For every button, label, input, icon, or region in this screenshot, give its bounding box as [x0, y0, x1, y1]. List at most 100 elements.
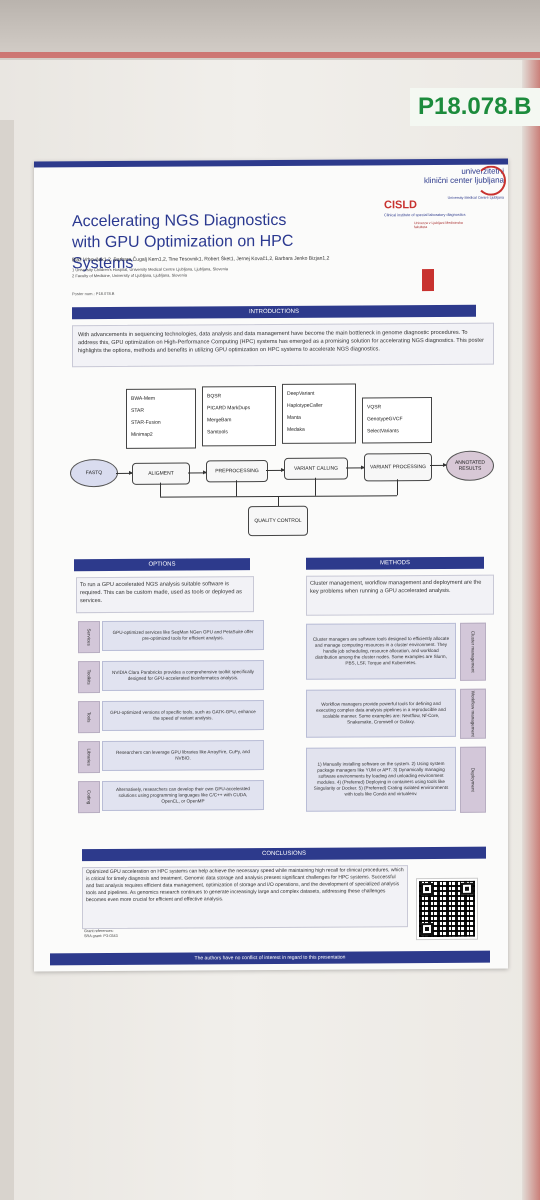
option-tab: Toolkits	[78, 661, 100, 694]
tool-item: STAR-Fusion	[131, 419, 161, 426]
option-text: NVIDIA Clara Parabricks provides a compr…	[102, 660, 264, 692]
flow-arrow	[346, 467, 364, 469]
poster-footer: The authors have no conflict of interest…	[50, 950, 490, 966]
option-tab: Coding	[78, 781, 100, 814]
ul-logo-mark	[422, 269, 434, 292]
quality-control-node: QUALITY CONTROL	[248, 505, 308, 537]
methods-intro: Cluster management, workflow management …	[310, 579, 482, 595]
poster-title: Accelerating NGS Diagnostics with GPU Op…	[72, 211, 294, 273]
method-tab-label: Workflow management	[470, 690, 476, 737]
tool-item: VQSR	[367, 404, 382, 411]
step-alignment: ALIGMENT	[132, 462, 190, 485]
annotated-results-node: ANNOTATED RESULTS	[446, 450, 494, 481]
flow-arrow	[116, 472, 132, 474]
tool-item: MergeBam	[207, 417, 232, 424]
tools-variant-processing: VQSR GenotypeGVCF SelectVariants	[362, 397, 432, 444]
qc-connector	[278, 495, 279, 506]
method-workflow-management: Workflow managers provide powerful tools…	[306, 688, 496, 739]
board-left-edge	[0, 120, 14, 1200]
cisld-sub: Clinical institute of special laboratory…	[384, 212, 466, 218]
option-text: Alternatively, researchers can develop t…	[102, 780, 264, 812]
options-list: Services GPU-optimized services like Seq…	[78, 620, 268, 831]
poster-affiliations: 1 University Children's Hospital, Univer…	[72, 266, 322, 280]
option-tab-label: Services	[86, 628, 92, 646]
method-tab: Workflow management	[460, 688, 486, 739]
fastq-node: FASTQ	[70, 458, 118, 488]
option-coding: Coding Alternatively, researchers can de…	[78, 780, 264, 814]
method-text: Cluster managers are software tools desi…	[306, 622, 456, 680]
method-text: 1) Manually installing software on the s…	[306, 746, 456, 812]
option-tab: Services	[78, 621, 100, 654]
flow-arrow	[266, 469, 284, 472]
tools-preprocessing: BQSR PICARD MarkDups MergeBam Samtools	[202, 385, 276, 447]
option-libraries: Libraries Researchers can leverage GPU l…	[78, 740, 264, 774]
options-intro: To run a GPU accelerated NGS analysis su…	[80, 581, 242, 605]
tool-item: BWA-Mem	[131, 395, 155, 402]
qc-connector	[160, 482, 161, 497]
ukc-logo-icon	[476, 165, 506, 196]
option-toolkits: Toolkits NVIDIA Clara Parabricks provide…	[78, 660, 264, 694]
qc-connector	[397, 479, 398, 496]
poster-number: Poster num.: P18.078.B	[72, 290, 115, 297]
option-tab: Libraries	[78, 741, 100, 774]
method-deployment: 1) Manually installing software on the s…	[306, 746, 496, 813]
tool-item: STAR	[131, 407, 144, 414]
tool-item: PICARD MarkDups	[207, 405, 251, 412]
method-tab: Cluster management	[460, 622, 486, 681]
option-tab: Tools	[78, 701, 100, 734]
qc-connector	[236, 480, 237, 497]
tool-item: DeepVariant	[287, 390, 315, 397]
conclusions-heading: CONCLUSIONS	[82, 846, 486, 862]
grant-references: Grant references: SRA grant: P3-0343	[84, 929, 118, 939]
method-cluster-management: Cluster managers are software tools desi…	[306, 622, 496, 681]
qr-finder	[421, 923, 433, 936]
method-tab: Deployment	[460, 746, 486, 813]
affiliation-2: 2 Faculty of Medicine, University of Lju…	[72, 272, 187, 279]
option-services: Services GPU-optimized services like Seq…	[78, 620, 264, 654]
ul-logo-text: Univerza v Ljubljani Medicinska fakultet…	[414, 220, 463, 230]
tool-item: Manta	[287, 414, 301, 421]
tool-item: Samtools	[207, 429, 228, 436]
grant-value: SRA grant: P3-0343	[84, 933, 118, 939]
qr-code-icon[interactable]	[416, 877, 478, 941]
tool-item: HaplotypeCaller	[287, 402, 323, 409]
option-text: Researchers can leverage GPU libraries l…	[102, 740, 264, 772]
conclusions-text: Optimized GPU acceleration on HPC system…	[86, 867, 404, 904]
tool-item: Medaka	[287, 426, 305, 433]
option-text: GPU-optimized services like SeqMan NGen …	[102, 620, 264, 652]
introductions-heading: INTRODUCTIONS	[72, 304, 476, 320]
option-tools: Tools GPU-optimized versions of specific…	[78, 700, 264, 734]
qr-finder	[461, 882, 473, 895]
option-text: GPU-optimized versions of specific tools…	[102, 700, 264, 732]
qr-finder	[421, 883, 433, 896]
method-text: Workflow managers provide powerful tools…	[306, 688, 456, 738]
method-tab-label: Deployment	[470, 767, 476, 792]
rail-stripe	[0, 52, 540, 58]
step-preprocessing: PREPROCESSING	[206, 460, 268, 483]
option-tab-label: Libraries	[86, 748, 92, 766]
poster: univerzitetni klinični center ljubljana …	[34, 158, 508, 972]
options-heading: OPTIONS	[74, 558, 250, 572]
step-variant-processing: VARIANT PROCESSING	[364, 453, 432, 482]
methods-heading: METHODS	[306, 556, 484, 570]
tools-variant-calling: DeepVariant HaplotypeCaller Manta Medaka	[282, 383, 356, 444]
introductions-text: With advancements in sequencing technolo…	[78, 329, 484, 355]
option-tab-label: Tools	[86, 711, 92, 723]
board-right-edge	[522, 60, 540, 1200]
flow-arrow	[188, 472, 206, 474]
cisld-logo: CISLD	[384, 199, 417, 212]
poster-authors: Blaž Vrhovšek1,2, Barbara Čugalj Kern1,2…	[72, 255, 330, 264]
flow-arrow	[430, 464, 446, 467]
top-rail	[0, 0, 540, 62]
tools-alignment: BWA-Mem STAR STAR-Fusion Minimap2	[126, 388, 196, 449]
option-tab-label: Coding	[86, 789, 92, 805]
method-tab-label: Cluster management	[470, 630, 476, 673]
poster-code-label: P18.078.B	[410, 88, 540, 126]
qc-connector	[315, 477, 316, 496]
tool-item: GenotypeGVCF	[367, 416, 403, 423]
step-variant-calling: VARIANT CALLING	[284, 457, 348, 480]
tool-item: SelectVariants	[367, 428, 399, 435]
tool-item: Minimap2	[131, 431, 153, 438]
tool-item: BQSR	[207, 393, 222, 400]
option-tab-label: Toolkits	[86, 669, 92, 685]
